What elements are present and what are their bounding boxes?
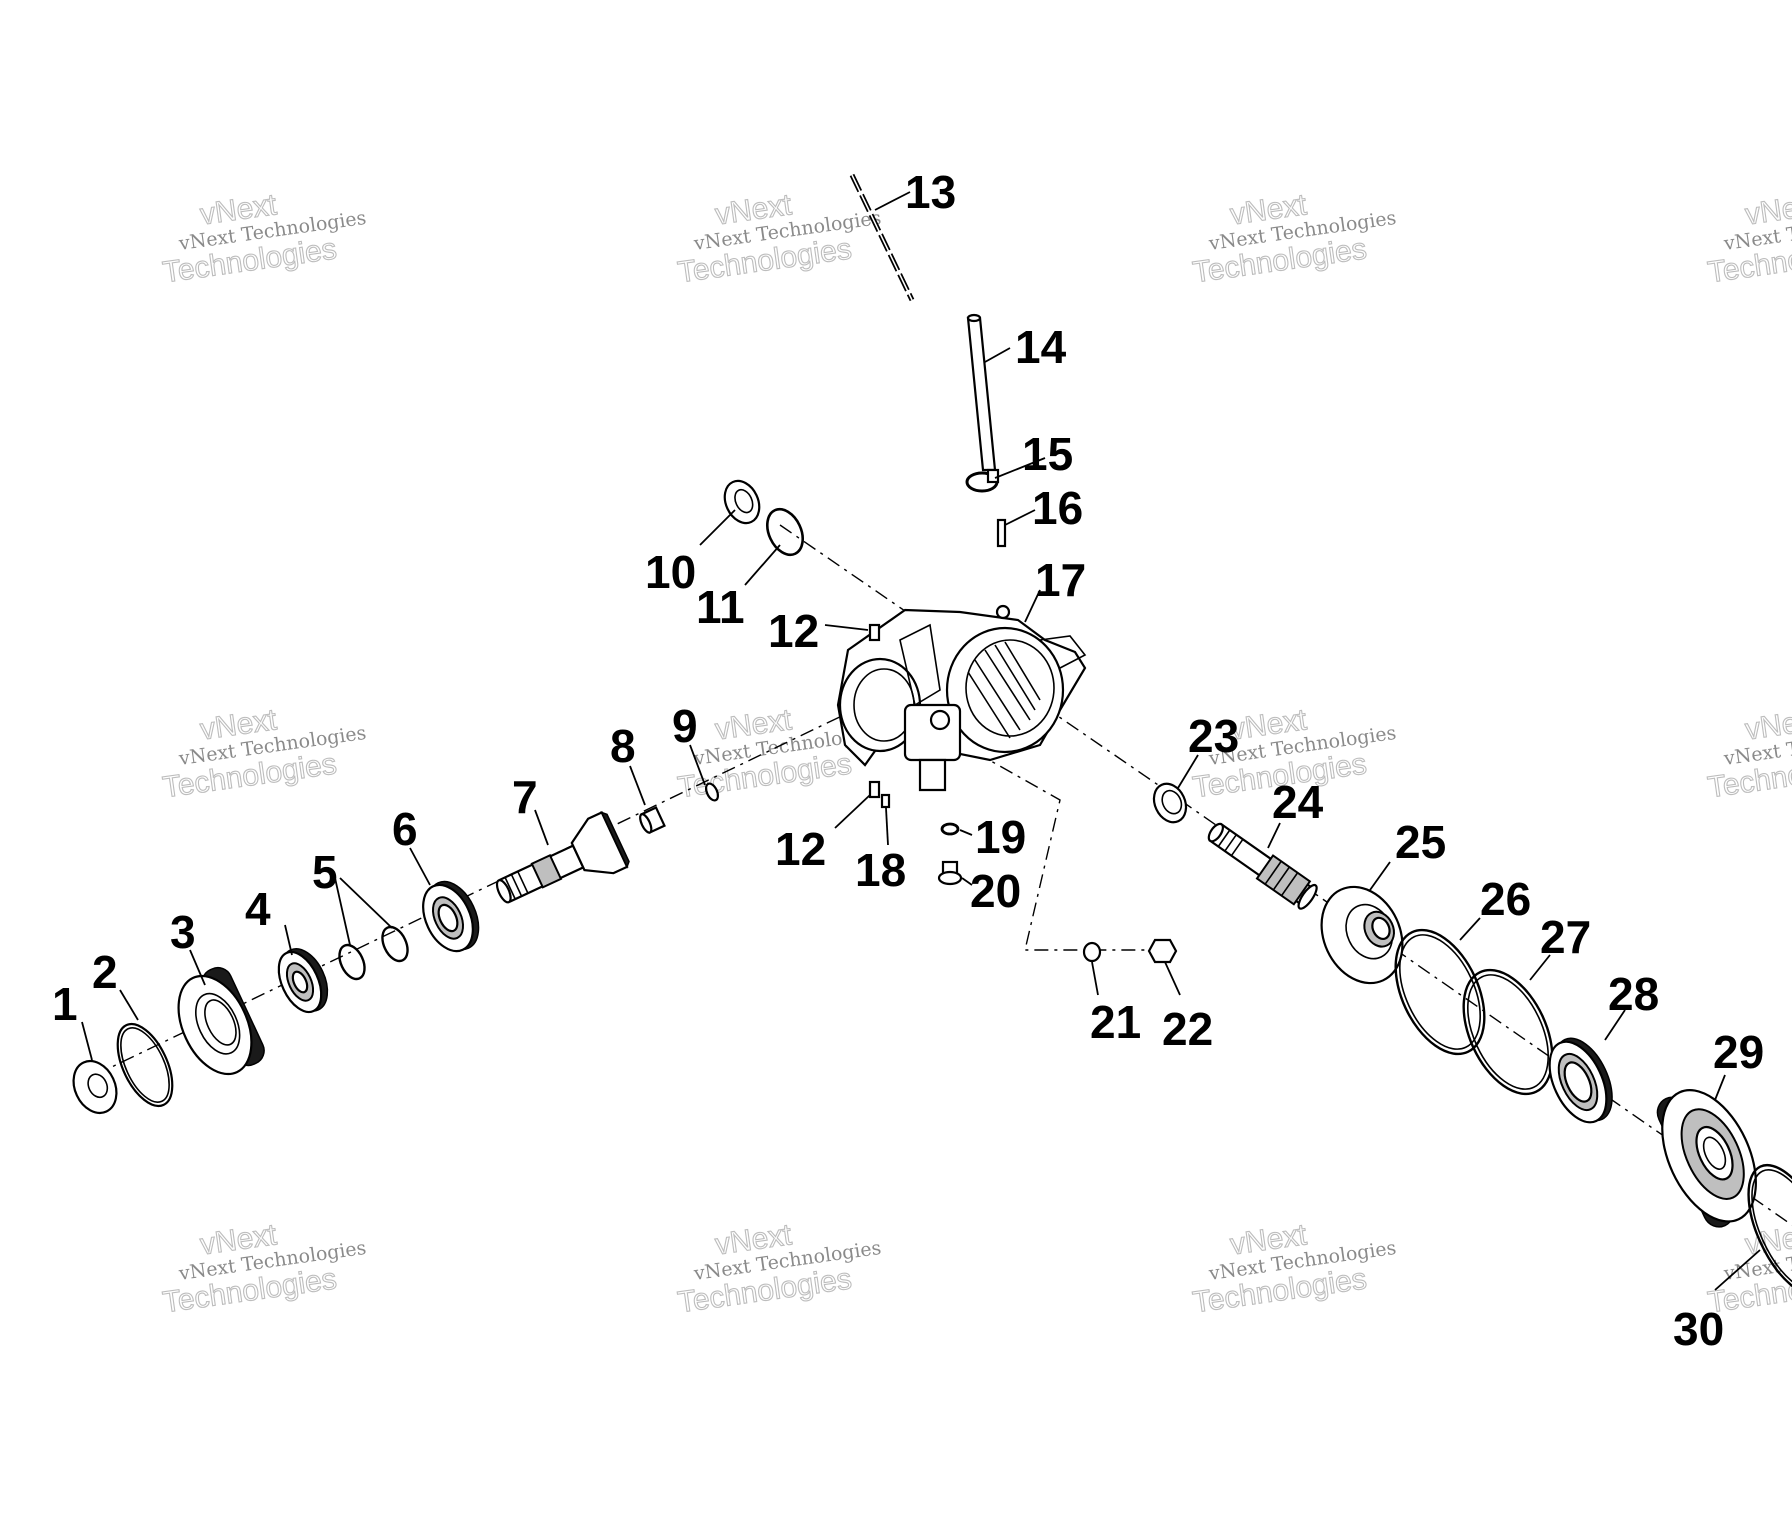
part-29-cover[interactable] (1643, 1075, 1775, 1236)
callout-5: 5 (312, 846, 338, 898)
callout-8: 8 (610, 720, 636, 772)
part-12-stud-lower[interactable] (868, 780, 881, 799)
watermark: vNext vNext Technologies Technologies (160, 703, 367, 805)
callout-4: 4 (245, 883, 271, 935)
watermark: vNext vNext Technologies Technologies (1190, 188, 1397, 290)
callout-9: 9 (672, 700, 698, 752)
callout-labels: 1 2 3 4 5 6 7 8 9 10 11 12 12 13 14 15 1… (52, 166, 1764, 1355)
callout-21: 21 (1090, 996, 1141, 1048)
watermark: vNext vNext Technologies Technologies (1705, 703, 1792, 805)
part-1-seal[interactable] (65, 1054, 124, 1120)
watermark: vNext vNext Technologies Technologies (160, 1218, 367, 1320)
callout-29: 29 (1713, 1026, 1764, 1078)
callout-17: 17 (1035, 554, 1086, 606)
callout-12-upper: 12 (768, 605, 819, 657)
callout-22: 22 (1162, 1003, 1213, 1055)
part-28-bearing[interactable] (1538, 1029, 1624, 1132)
part-15-hose-clamp[interactable] (965, 468, 1000, 493)
callout-12-lower: 12 (775, 823, 826, 875)
part-16-dowel-pin[interactable] (996, 518, 1007, 548)
part-5-snap-rings[interactable] (334, 923, 412, 983)
watermark: vNext vNext Technologies Technologies (675, 1218, 882, 1320)
callout-30: 30 (1673, 1303, 1724, 1355)
callout-13: 13 (905, 166, 956, 218)
callout-20: 20 (970, 865, 1021, 917)
watermark: vNext vNext Technologies Technologies (675, 188, 882, 290)
callout-18: 18 (855, 844, 906, 896)
leader-lines (81, 191, 1761, 1291)
callout-3: 3 (170, 906, 196, 958)
callout-27: 27 (1540, 911, 1591, 963)
part-24-output-shaft[interactable] (1204, 818, 1320, 911)
part-25-ring-gear[interactable] (1306, 874, 1417, 997)
callout-23: 23 (1188, 710, 1239, 762)
part-19-washer[interactable] (940, 822, 960, 836)
part-17-gearcase-housing[interactable] (836, 604, 1087, 792)
callout-1: 1 (52, 978, 78, 1030)
part-13-vent-tube[interactable] (849, 173, 915, 302)
callout-24: 24 (1272, 776, 1324, 828)
watermarks: vNext vNext Technologies Technologies vN… (160, 188, 1792, 1320)
watermark: vNext vNext Technologies Technologies (160, 188, 367, 290)
watermark: vNext vNext Technologies Technologies (1190, 1218, 1397, 1320)
part-4-bearing[interactable] (270, 942, 337, 1020)
part-9-washer[interactable] (704, 782, 721, 803)
part-27-shim[interactable] (1446, 956, 1571, 1108)
callout-16: 16 (1032, 482, 1083, 534)
part-7-pinion-shaft[interactable] (487, 810, 631, 921)
callout-26: 26 (1480, 873, 1531, 925)
callout-2: 2 (92, 946, 118, 998)
part-2-o-ring[interactable] (106, 1016, 183, 1114)
callout-10: 10 (645, 546, 696, 598)
part-8-bushing[interactable] (638, 806, 666, 835)
callout-28: 28 (1608, 968, 1659, 1020)
part-30-o-ring[interactable] (1731, 1153, 1792, 1307)
callout-25: 25 (1395, 816, 1446, 868)
part-23-bushing[interactable] (1148, 779, 1192, 828)
watermark: vNext vNext Technologies Technologies (1705, 188, 1792, 290)
part-21-washer[interactable] (1082, 941, 1102, 963)
callout-14: 14 (1015, 321, 1067, 373)
part-14-breather-hose[interactable] (966, 313, 997, 472)
callout-7: 7 (512, 771, 538, 823)
part-22-nut[interactable] (1147, 938, 1178, 964)
callout-6: 6 (392, 803, 418, 855)
part-20-drain-plug[interactable] (937, 860, 963, 886)
callout-15: 15 (1022, 428, 1073, 480)
part-6-bearing[interactable] (413, 874, 489, 960)
part-3-adjuster-housing[interactable] (164, 963, 269, 1086)
part-18-stud[interactable] (880, 793, 891, 809)
callout-19: 19 (975, 811, 1026, 863)
callout-11: 11 (696, 581, 745, 633)
part-11-o-ring[interactable] (760, 503, 809, 560)
part-12-stud-upper[interactable] (868, 623, 881, 642)
